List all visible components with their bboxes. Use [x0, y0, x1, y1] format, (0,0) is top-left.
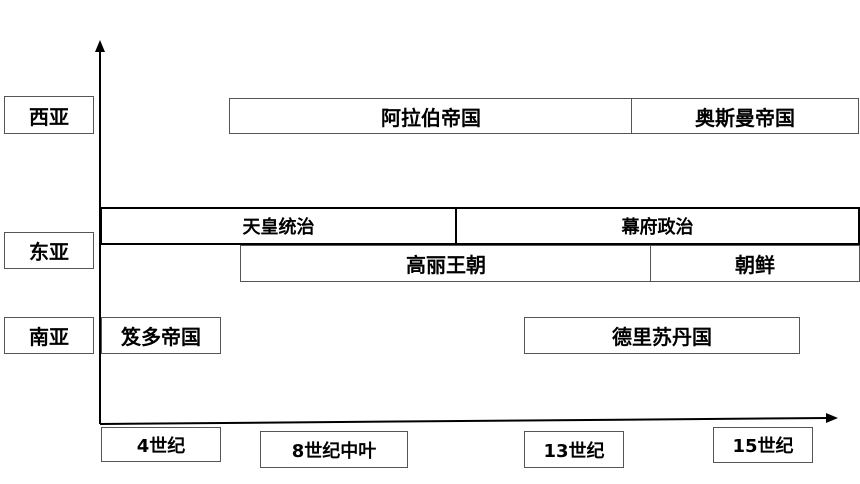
region-label-east-asia: 东亚	[4, 232, 94, 269]
era-joseon: 朝鲜	[650, 245, 860, 282]
x-axis	[99, 417, 829, 425]
region-label-west-asia-text: 西亚	[29, 104, 69, 129]
era-emperor-rule: 天皇统治	[102, 209, 455, 243]
era-arab-empire: 阿拉伯帝国	[229, 98, 633, 134]
timeline-label-13th-century: 13世纪	[524, 431, 624, 468]
japan-period-band: 天皇统治 幕府政治	[100, 207, 860, 245]
era-goryeo-dynasty: 高丽王朝	[240, 245, 652, 282]
timeline-label-4th-century: 4世纪	[101, 427, 221, 462]
era-shogunate-rule-text: 幕府政治	[621, 217, 694, 238]
band-divider	[455, 209, 457, 243]
era-shogunate-rule: 幕府政治	[457, 209, 858, 243]
region-label-south-asia-text: 南亚	[29, 325, 69, 349]
region-label-south-asia: 南亚	[4, 317, 94, 354]
y-axis-arrow	[95, 40, 105, 52]
region-label-east-asia-text: 东亚	[29, 240, 69, 264]
era-gupta-empire-text: 笈多帝国	[121, 325, 201, 349]
era-delhi-sultanate: 德里苏丹国	[524, 317, 800, 354]
timeline-label-13th-century-text: 13世纪	[543, 440, 605, 462]
era-arab-empire-text: 阿拉伯帝国	[381, 105, 481, 130]
era-joseon-text: 朝鲜	[735, 253, 775, 277]
timeline-label-15th-century-text: 15世纪	[732, 436, 794, 457]
x-axis-arrow	[826, 413, 838, 423]
era-goryeo-dynasty-text: 高丽王朝	[406, 253, 486, 277]
timeline-label-4th-century-text: 4世纪	[136, 435, 186, 457]
timeline-label-15th-century: 15世纪	[713, 427, 813, 463]
era-gupta-empire: 笈多帝国	[101, 317, 221, 354]
region-label-west-asia: 西亚	[4, 96, 94, 134]
era-ottoman-empire-text: 奥斯曼帝国	[695, 105, 795, 130]
era-delhi-sultanate-text: 德里苏丹国	[612, 325, 712, 349]
timeline-label-mid-8th-century: 8世纪中叶	[260, 431, 408, 468]
timeline-label-mid-8th-century-text: 8世纪中叶	[291, 440, 377, 462]
era-emperor-rule-text: 天皇统治	[242, 217, 315, 238]
era-ottoman-empire: 奥斯曼帝国	[631, 98, 859, 134]
